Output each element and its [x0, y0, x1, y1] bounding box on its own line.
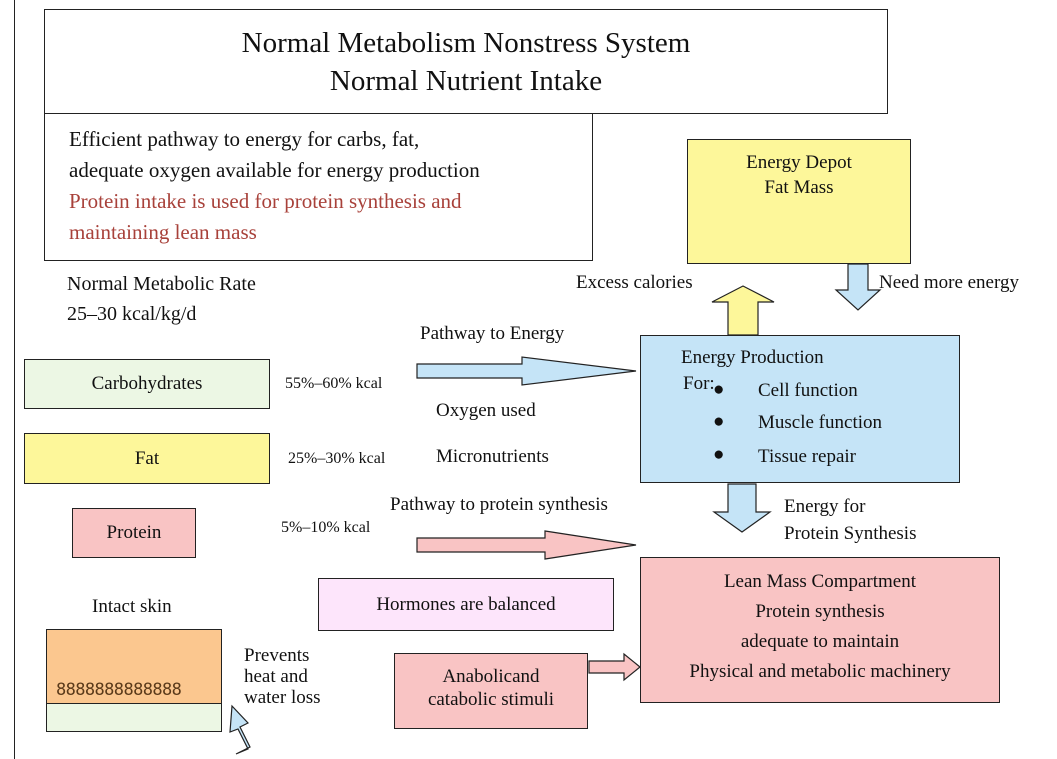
prevents-label-2: heat and: [244, 666, 308, 687]
prevents-label-3: water loss: [244, 687, 321, 708]
title-line-2: Normal Nutrient Intake: [329, 65, 603, 97]
protein-percent: 5%–10% kcal: [281, 519, 371, 536]
energy-for-protein-label-2: Protein Synthesis: [784, 523, 917, 544]
protein-label: Protein: [106, 522, 162, 543]
intact-skin-label: Intact skin: [92, 596, 172, 617]
bullet-dot: ●: [713, 444, 725, 465]
carbohydrates-percent: 55%–60% kcal: [285, 375, 383, 392]
pathway-to-protein-label: Pathway to protein synthesis: [390, 494, 608, 515]
prevents-label-1: Prevents: [244, 645, 310, 666]
excess-calories-arrow: [711, 285, 775, 336]
fat-label: Fat: [134, 447, 160, 469]
carbohydrates-box: Carbohydrates: [24, 359, 270, 409]
info-line-4: maintaining lean mass: [69, 220, 257, 244]
lean-mass-line-3: adequate to maintain: [740, 631, 900, 652]
fat-box: Fat: [24, 433, 270, 484]
metabolic-rate-label: Normal Metabolic Rate: [67, 273, 256, 295]
frame-border: [14, 0, 15, 759]
energy-depot-subtitle: Fat Mass: [764, 177, 834, 198]
energy-item-tissue-repair: Tissue repair: [758, 446, 856, 467]
energy-depot-box: Energy Depot Fat Mass: [687, 139, 911, 264]
skin-lower-layer: [46, 703, 222, 732]
skin-pointer-arrow: [229, 704, 251, 755]
energy-for-protein-label-1: Energy for: [784, 496, 866, 517]
pathway-to-energy-arrow: [416, 356, 637, 386]
anabolic-line-1: Anabolicand: [442, 666, 540, 687]
lean-mass-box: Lean Mass Compartment Protein synthesis …: [640, 557, 1000, 703]
hormones-box: Hormones are balanced: [318, 578, 614, 631]
skin-upper-layer: [46, 629, 222, 704]
fat-percent: 25%–30% kcal: [288, 450, 386, 467]
info-box: Efficient pathway to energy for carbs, f…: [44, 113, 593, 261]
carbohydrates-label: Carbohydrates: [91, 373, 203, 394]
bullet-dot: ●: [713, 411, 725, 432]
title-line-1: Normal Metabolism Nonstress System: [241, 27, 691, 59]
anabolic-to-lean-arrow: [588, 652, 641, 682]
info-line-1: Efficient pathway to energy for carbs, f…: [69, 127, 420, 151]
excess-calories-label: Excess calories: [576, 272, 693, 293]
micronutrients-label: Micronutrients: [436, 446, 549, 467]
title-box: Normal Metabolism Nonstress System Norma…: [44, 9, 888, 114]
pathway-to-protein-arrow: [416, 530, 637, 560]
oxygen-used-label: Oxygen used: [436, 400, 536, 421]
bullet-dot: ●: [713, 379, 725, 400]
need-more-energy-arrow: [834, 263, 882, 311]
lean-mass-title: Lean Mass Compartment: [723, 571, 917, 592]
energy-depot-title: Energy Depot: [746, 152, 852, 173]
energy-for-protein-arrow: [712, 483, 772, 533]
info-line-3: Protein intake is used for protein synth…: [69, 189, 462, 213]
anabolic-catabolic-box: Anabolicand catabolic stimuli: [394, 653, 588, 729]
energy-production-for-label: For:: [683, 373, 715, 394]
info-line-2: adequate oxygen available for energy pro…: [69, 158, 480, 182]
hormones-label: Hormones are balanced: [376, 593, 556, 615]
energy-production-box: Energy Production For: ● Cell function ●…: [640, 335, 960, 483]
energy-item-muscle-function: Muscle function: [758, 412, 883, 433]
protein-box: Protein: [72, 508, 196, 558]
pathway-to-energy-label: Pathway to Energy: [420, 323, 565, 344]
anabolic-line-2: catabolic stimuli: [427, 689, 555, 710]
energy-production-title: Energy Production: [681, 347, 824, 368]
lean-mass-line-2: Protein synthesis: [755, 601, 885, 622]
skin-cell-pattern: 8888888888888: [56, 680, 182, 700]
energy-item-cell-function: Cell function: [758, 380, 858, 401]
metabolic-rate-value: 25–30 kcal/kg/d: [67, 303, 197, 325]
need-more-energy-label: Need more energy: [879, 272, 1019, 293]
lean-mass-line-4: Physical and metabolic machinery: [689, 661, 951, 682]
